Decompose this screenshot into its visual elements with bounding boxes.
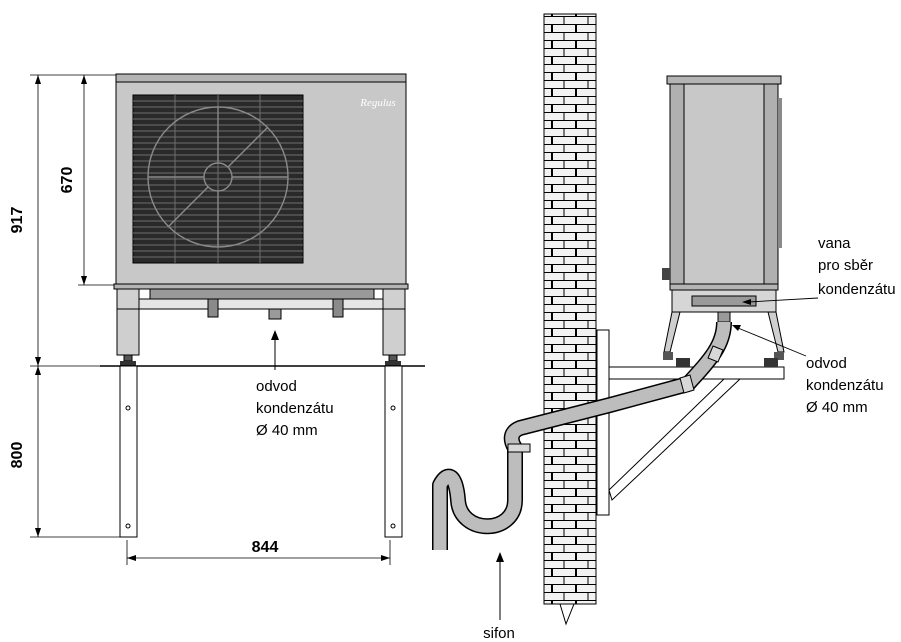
tray-leader-line	[747, 297, 819, 303]
front-drain-label-line1: odvod	[256, 378, 297, 395]
condensate-tray	[149, 288, 375, 300]
leveling-foot-right	[385, 354, 401, 366]
siphon-label: sifon	[483, 625, 515, 642]
front-drain-label-line3: Ø 40 mm	[256, 422, 318, 439]
side-connector	[662, 268, 670, 280]
drain-outlet	[268, 308, 282, 320]
side-drain-label-line1: odvod	[806, 355, 847, 372]
bracket-wall-plate	[596, 329, 610, 516]
dimension-917: 917	[9, 74, 120, 367]
pipe-couplings	[507, 345, 724, 453]
dimension-844: 844	[126, 539, 391, 565]
dimension-800: 800	[9, 366, 122, 538]
fan-blades	[147, 106, 289, 248]
ground-post-right	[384, 365, 403, 538]
brick-wall	[543, 13, 597, 626]
dim-label-917: 917	[9, 207, 26, 234]
dimension-670: 670	[59, 75, 116, 286]
leveling-foot-left	[120, 354, 136, 366]
side-leg-left	[663, 311, 681, 353]
tray-label-line1: vana	[818, 235, 851, 252]
unit-base	[113, 283, 409, 290]
front-view-unit: Regulus	[100, 73, 425, 538]
side-top-cover	[666, 75, 782, 85]
stand-post-left	[116, 308, 140, 356]
stand-block-right	[382, 288, 406, 310]
brand-logo: Regulus	[359, 97, 395, 109]
side-drain-label-line3: Ø 40 mm	[806, 399, 868, 416]
tray-label-line3: kondenzátu	[818, 281, 896, 298]
side-base	[669, 283, 779, 291]
unit-top-cover	[115, 73, 407, 83]
bracket-strut	[608, 378, 742, 501]
side-drain-label-line2: kondenzátu	[806, 377, 884, 394]
stand-block-left	[116, 288, 140, 310]
tray-bracket-right	[332, 298, 344, 318]
wall-bracket	[596, 329, 785, 516]
dim-label-844: 844	[252, 539, 279, 556]
front-drain-label-line2: kondenzátu	[256, 400, 334, 417]
side-drain-leader-line	[737, 327, 807, 357]
dim-label-800: 800	[9, 442, 26, 469]
side-view-unit	[662, 75, 785, 367]
side-casing	[669, 83, 779, 285]
drain-pipe	[432, 321, 732, 550]
wall-break-mark	[544, 604, 596, 620]
tray-label-line2: pro sběr	[818, 257, 873, 274]
stand-rail	[138, 298, 384, 310]
ground-post-left	[119, 365, 138, 538]
stand-post-right	[382, 308, 406, 356]
dim-label-670: 670	[59, 167, 76, 194]
tray-bracket-left	[207, 298, 219, 318]
